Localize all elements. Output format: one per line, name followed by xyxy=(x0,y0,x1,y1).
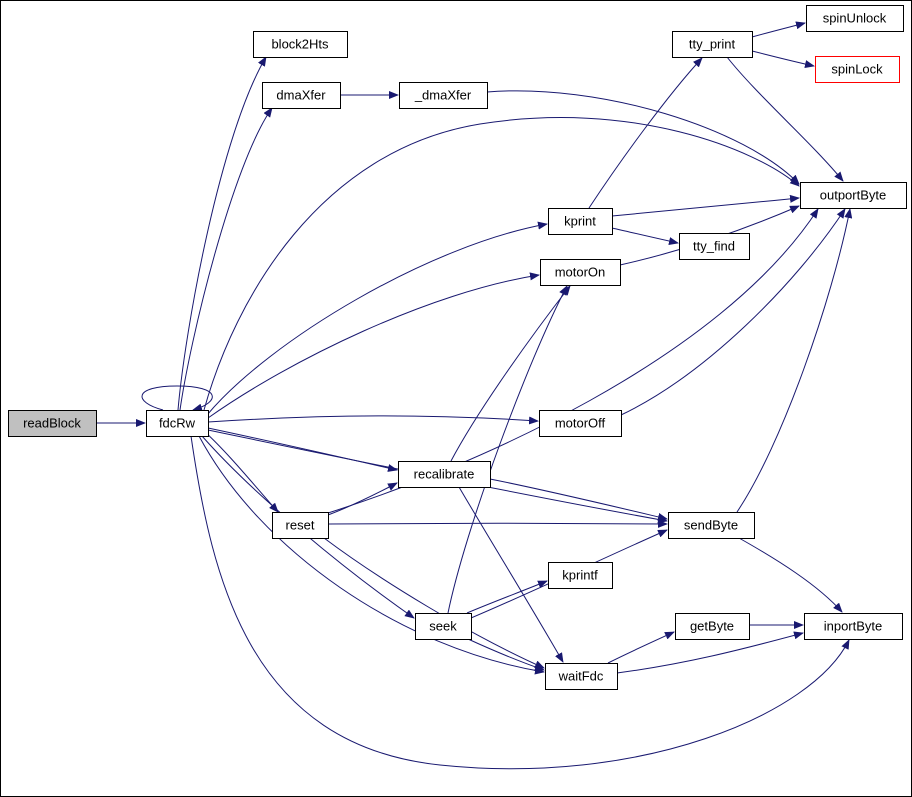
node-sendByte[interactable]: sendByte xyxy=(668,512,755,539)
edge-reset-to-waitFdc xyxy=(323,537,545,669)
node-dmaXfer-label: dmaXfer xyxy=(276,88,326,103)
node-motorOff-box xyxy=(539,410,622,437)
edge-seek-to-motorOn xyxy=(447,285,568,614)
edge-fdcRw-to-waitFdc xyxy=(198,435,545,675)
edge-waitFdc-to-getByte xyxy=(607,631,675,664)
node-sendByte-label: sendByte xyxy=(684,518,738,533)
node-_dmaXfer-box xyxy=(399,82,488,109)
edge-fdcRw-to-outportByte xyxy=(203,117,800,411)
node-kprint-box xyxy=(548,208,613,235)
edge-reset-to-outportByte xyxy=(327,208,819,514)
node-waitFdc[interactable]: waitFdc xyxy=(545,663,618,690)
node-readBlock-label: readBlock xyxy=(23,416,81,431)
node-readBlock-box xyxy=(8,410,97,437)
node-kprint-label: kprint xyxy=(564,214,596,229)
node-getByte-box xyxy=(675,613,750,640)
node-tty_print[interactable]: tty_print xyxy=(672,31,753,58)
node-fdcRw-label: fdcRw xyxy=(159,416,196,431)
node-getByte-label: getByte xyxy=(690,619,734,634)
node-block2Hts-label: block2Hts xyxy=(271,37,329,52)
node-recalibrate-box xyxy=(398,461,491,488)
node-outportByte-label: outportByte xyxy=(820,188,887,203)
edge-reset-to-sendByte xyxy=(327,519,668,528)
node-reset-label: reset xyxy=(286,518,315,533)
node-readBlock[interactable]: readBlock xyxy=(8,410,97,437)
edge-waitFdc-to-inportByte xyxy=(616,631,804,674)
node-spinLock-box xyxy=(815,56,900,83)
edge-_dmaXfer-to-outportByte xyxy=(486,90,800,185)
node-inportByte[interactable]: inportByte xyxy=(804,613,903,640)
edge-fdcRw-to-fdcRw xyxy=(141,385,213,412)
edge-seek-to-kprintf xyxy=(466,580,548,614)
node-seek-label: seek xyxy=(429,619,457,634)
node-recalibrate[interactable]: recalibrate xyxy=(398,461,491,488)
node-seek[interactable]: seek xyxy=(415,613,472,640)
edge-fdcRw-to-motorOff xyxy=(207,415,539,425)
node-kprintf[interactable]: kprintf xyxy=(548,562,613,589)
node-getByte[interactable]: getByte xyxy=(675,613,750,640)
node-motorOn[interactable]: motorOn xyxy=(540,259,621,286)
edge-tty_print-to-spinLock xyxy=(751,50,815,68)
edge-tty_print-to-outportByte xyxy=(726,56,844,182)
node-fdcRw[interactable]: fdcRw xyxy=(146,410,209,437)
node-tty_print-box xyxy=(672,31,753,58)
node-spinLock-label: spinLock xyxy=(831,62,883,77)
node-spinUnlock-label: spinUnlock xyxy=(823,11,887,26)
edge-kprint-to-tty_print xyxy=(588,57,703,209)
node-kprintf-box xyxy=(548,562,613,589)
node-reset[interactable]: reset xyxy=(272,512,329,539)
node-tty_print-label: tty_print xyxy=(689,37,736,52)
edge-recalibrate-to-motorOn xyxy=(450,285,571,462)
node-motorOn-label: motorOn xyxy=(555,265,606,280)
node-tty_find[interactable]: tty_find xyxy=(679,233,750,260)
node-kprint[interactable]: kprint xyxy=(548,208,613,235)
node-spinLock[interactable]: spinLock xyxy=(815,56,900,83)
edge-sendByte-to-outportByte xyxy=(736,208,853,513)
node-block2Hts-box xyxy=(253,31,348,58)
node-_dmaXfer[interactable]: _dmaXfer xyxy=(399,82,488,109)
node-sendByte-box xyxy=(668,512,755,539)
node-tty_find-box xyxy=(679,233,750,260)
edge-fdcRw-to-dmaXfer xyxy=(179,107,273,411)
node-outportByte[interactable]: outportByte xyxy=(800,182,907,209)
edge-recalibrate-to-waitFdc xyxy=(458,486,564,663)
node-inportByte-box xyxy=(804,613,903,640)
edge-tty_print-to-spinUnlock xyxy=(751,21,806,38)
edge-fdcRw-to-block2Hts xyxy=(177,56,267,411)
node-fdcRw-box xyxy=(146,410,209,437)
edge-fdcRw-to-inportByte xyxy=(190,435,850,770)
node-reset-box xyxy=(272,512,329,539)
node-tty_find-label: tty_find xyxy=(693,239,735,254)
node-outportByte-box xyxy=(800,182,907,209)
node-recalibrate-label: recalibrate xyxy=(414,467,475,482)
node-motorOff-label: motorOff xyxy=(555,416,606,431)
edge-fdcRw-to-kprint xyxy=(206,221,548,416)
node-dmaXfer-box xyxy=(262,82,341,109)
edge-kprint-to-outportByte xyxy=(611,194,800,217)
edge-reset-to-recalibrate xyxy=(327,482,398,516)
edge-seek-to-waitFdc xyxy=(467,638,545,671)
node-dmaXfer[interactable]: dmaXfer xyxy=(262,82,341,109)
edge-fdcRw-to-recalibrate xyxy=(207,427,398,472)
edge-motorOff-to-outportByte xyxy=(620,208,846,416)
node-seek-box xyxy=(415,613,472,640)
node-spinUnlock-box xyxy=(806,5,904,32)
edge-kprint-to-tty_find xyxy=(611,227,679,245)
node-inportByte-label: inportByte xyxy=(824,619,883,634)
node-_dmaXfer-label: _dmaXfer xyxy=(414,88,472,103)
node-motorOn-box xyxy=(540,259,621,286)
node-block2Hts[interactable]: block2Hts xyxy=(253,31,348,58)
node-spinUnlock[interactable]: spinUnlock xyxy=(806,5,904,32)
edge-sendByte-to-inportByte xyxy=(738,537,843,613)
edge-fdcRw-to-motorOn xyxy=(207,272,540,419)
node-waitFdc-box xyxy=(545,663,618,690)
node-kprintf-label: kprintf xyxy=(562,568,598,583)
edge-recalibrate-to-sendByte xyxy=(489,478,668,521)
node-waitFdc-label: waitFdc xyxy=(558,669,604,684)
node-motorOff[interactable]: motorOff xyxy=(539,410,622,437)
